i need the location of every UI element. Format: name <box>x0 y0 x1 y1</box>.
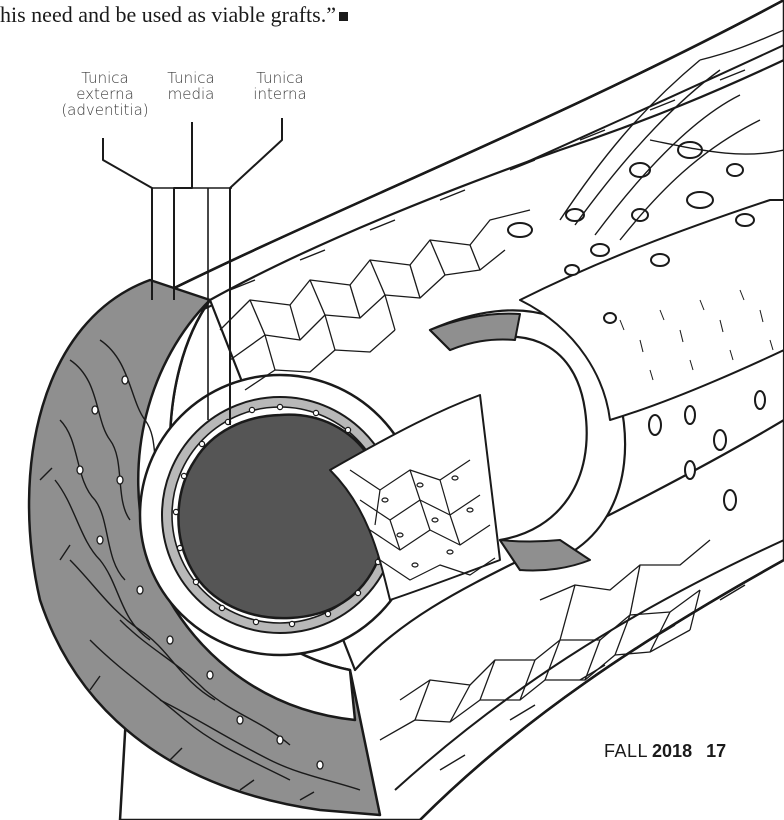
lumen <box>178 415 386 618</box>
page-number: 17 <box>706 741 726 761</box>
footer-year: 2018 <box>652 741 692 761</box>
leader-media <box>174 122 192 300</box>
leader-externa <box>103 138 152 300</box>
footer-season: FALL <box>604 741 648 761</box>
